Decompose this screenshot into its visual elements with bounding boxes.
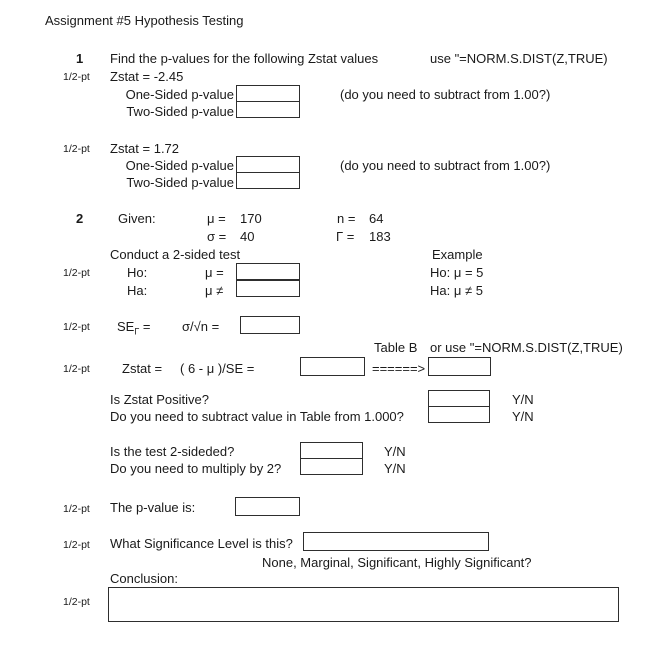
subtract-from-table-input[interactable] [428,406,490,423]
subtract-hint-2: (do you need to subtract from 1.00?) [340,158,551,173]
points-label: 1/2-pt [63,539,90,551]
zstat-value-input[interactable] [300,357,365,376]
pvalue-label: The p-value is: [110,500,196,515]
page-title: Assignment #5 Hypothesis Testing [45,13,244,28]
se-label-base: SE [117,319,135,334]
table-b-label: Table B [374,340,418,355]
xbar-value: 183 [369,229,391,244]
ha-label: Ha: [127,283,148,298]
ho-label: Ho: [127,265,148,280]
points-label: 1/2-pt [63,596,90,608]
is-test-2sided-input[interactable] [300,442,363,459]
subtract-hint-1: (do you need to subtract from 1.00?) [340,87,551,102]
one-sided-label-1: One-Sided p-value [125,87,234,102]
points-label: 1/2-pt [63,71,90,83]
ha-mu-label: μ ≠ [205,283,224,298]
xbar-label: Γ = [336,229,355,244]
n-label: n = [337,211,356,226]
se-label-subscript: Γ [134,326,140,337]
two-sided-pvalue-input-1[interactable] [236,101,300,118]
is-test-2sided-label: Is the test 2-sideded? [110,444,235,459]
multiply-by-2-label: Do you need to multiply by 2? [110,461,282,476]
se-label: SEΓ = [117,319,151,340]
example-ho: Ho: μ = 5 [430,265,484,280]
zstat-given-2: Zstat = 1.72 [110,141,180,156]
one-sided-pvalue-input-1[interactable] [236,85,300,102]
zstat-given-1: Zstat = -2.45 [110,69,184,84]
ho-value-input[interactable] [236,263,300,280]
arrow-right: ======> [372,361,426,376]
two-sided-label-2: Two-Sided p-value [126,175,234,190]
mu-label: μ = [207,211,226,226]
two-sided-label-1: Two-Sided p-value [126,104,234,119]
question-1-number: 1 [76,51,84,66]
ho-mu-label: μ = [205,265,224,280]
given-label: Given: [118,211,156,226]
is-zstat-positive-label: Is Zstat Positive? [110,392,209,407]
yn-hint: Y/N [512,392,534,407]
one-sided-label-2: One-Sided p-value [125,158,234,173]
or-use-formula-hint: or use "=NORM.S.DIST(Z,TRUE) [430,340,623,355]
ha-value-input[interactable] [236,280,300,297]
zstat-calc-label: Zstat = [122,361,163,376]
mu-value: 170 [240,211,262,226]
yn-hint: Y/N [384,461,406,476]
yn-hint: Y/N [512,409,534,424]
points-label: 1/2-pt [63,267,90,279]
conclusion-input[interactable] [108,587,619,622]
pvalue-input[interactable] [235,497,300,516]
sigma-value: 40 [240,229,255,244]
two-sided-pvalue-input-2[interactable] [236,172,300,189]
example-ha: Ha: μ ≠ 5 [430,283,483,298]
yn-hint: Y/N [384,444,406,459]
question-1-formula-hint: use "=NORM.S.DIST(Z,TRUE) [430,51,608,66]
table-value-input[interactable] [428,357,491,376]
se-formula-label: σ/√n = [182,319,220,334]
conclusion-label: Conclusion: [110,571,178,586]
points-label: 1/2-pt [63,321,90,333]
subtract-from-table-label: Do you need to subtract value in Table f… [110,409,404,424]
multiply-by-2-input[interactable] [300,458,363,475]
zstat-formula-label: ( 6 - μ )/SE = [180,361,255,376]
significance-question-label: What Significance Level is this? [110,536,293,551]
points-label: 1/2-pt [63,363,90,375]
points-label: 1/2-pt [63,503,90,515]
significance-input[interactable] [303,532,489,551]
points-label: 1/2-pt [63,143,90,155]
conduct-test-label: Conduct a 2-sided test [110,247,241,262]
example-title: Example [432,247,483,262]
is-zstat-positive-input[interactable] [428,390,490,407]
one-sided-pvalue-input-2[interactable] [236,156,300,173]
significance-options-hint: None, Marginal, Significant, Highly Sign… [262,555,532,570]
question-2-number: 2 [76,211,84,226]
question-1-prompt: Find the p-values for the following Zsta… [110,51,379,66]
sigma-label: σ = [207,229,227,244]
n-value: 64 [369,211,384,226]
se-label-equals: = [139,319,151,334]
se-value-input[interactable] [240,316,300,334]
